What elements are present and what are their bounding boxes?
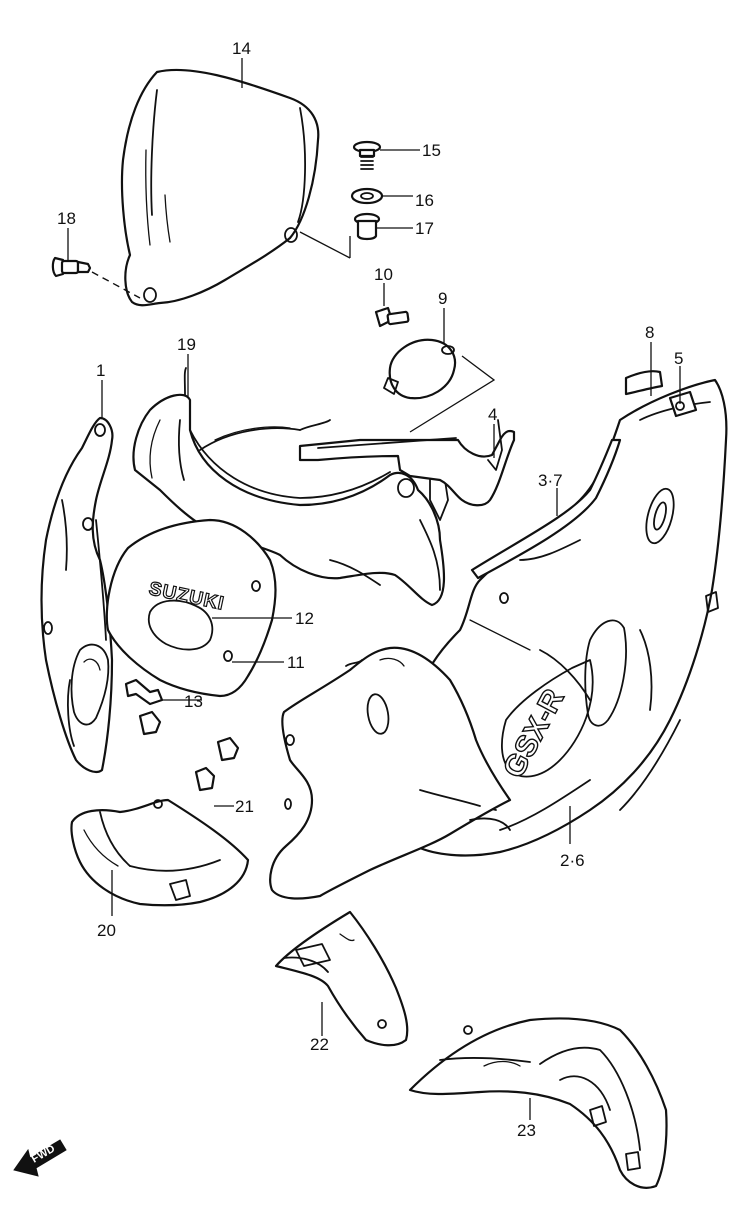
side-panel-part-23 <box>408 1017 668 1189</box>
cover-part-11 <box>105 518 277 698</box>
callout-15: 15 <box>422 141 441 160</box>
left-fairing-part-1 <box>40 416 114 774</box>
callout-11: 11 <box>287 653 305 672</box>
callout-2-6: 2·6 <box>560 851 585 870</box>
callout-22: 22 <box>310 1035 329 1054</box>
callout-12: 12 <box>295 609 314 628</box>
callout-9: 9 <box>438 289 447 308</box>
callout-10: 10 <box>374 265 393 284</box>
callout-17: 17 <box>415 219 434 238</box>
lower-cowl-part <box>269 646 512 900</box>
callout-23: 23 <box>517 1121 536 1140</box>
callout-4: 4 <box>488 405 497 424</box>
leader-lines <box>67 58 681 1120</box>
seal-strip-part-3-7 <box>470 438 622 580</box>
washer-part-16 <box>350 187 384 205</box>
panel-part-4 <box>298 419 516 507</box>
callout-3-7: 3·7 <box>538 471 563 490</box>
callout-19: 19 <box>177 335 196 354</box>
bolt-part-10 <box>374 283 410 328</box>
clip-part-13 <box>124 678 240 762</box>
fwd-arrow-icon <box>13 1139 67 1177</box>
callout-16: 16 <box>415 191 434 210</box>
callout-5: 5 <box>674 349 683 368</box>
callout-13: 13 <box>184 692 203 711</box>
nut-part-21 <box>194 766 216 792</box>
callout-21: 21 <box>235 797 254 816</box>
callout-8: 8 <box>645 323 654 342</box>
right-fairing-part-2-6 <box>402 378 728 857</box>
callout-labels: 14 15 16 17 18 10 9 8 5 19 1 4 3·7 12 11… <box>57 39 683 1140</box>
screw-part-15 <box>352 140 382 170</box>
under-cowl-part-20 <box>70 798 250 907</box>
callout-18: 18 <box>57 209 76 228</box>
nut-part-17 <box>353 212 381 241</box>
side-panel-part-22 <box>274 910 409 1047</box>
callout-1: 1 <box>96 361 105 380</box>
bracket-part-8 <box>624 370 664 396</box>
rivet-part-18 <box>51 256 141 299</box>
windscreen-part-14 <box>120 68 320 307</box>
callout-14: 14 <box>232 39 251 58</box>
callout-20: 20 <box>97 921 116 940</box>
cover-part-9 <box>383 308 496 433</box>
